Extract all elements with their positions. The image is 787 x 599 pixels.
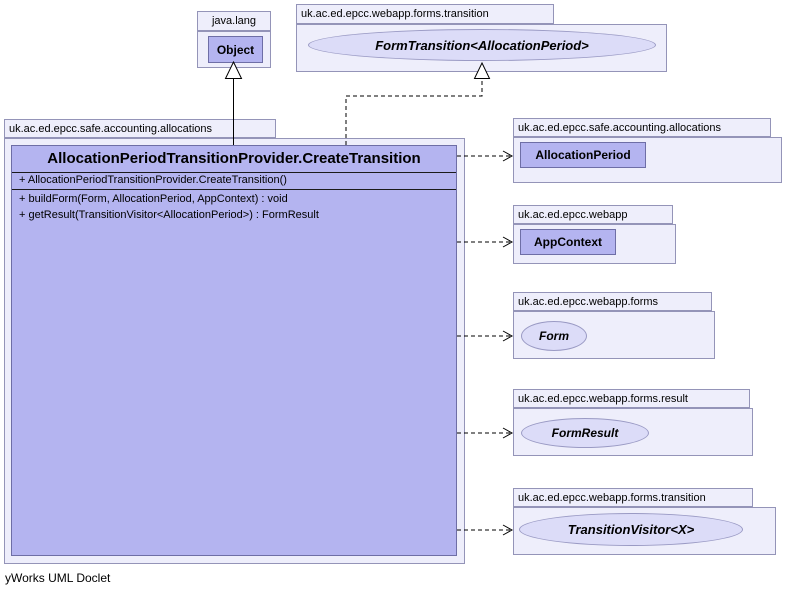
open-arrowhead-icon (502, 330, 514, 342)
class-node-createtransition: AllocationPeriodTransitionProvider.Creat… (11, 145, 457, 556)
interface-node-formresult[interactable]: FormResult (521, 418, 649, 448)
edge-dependency-transitionvisitor (457, 524, 514, 536)
open-arrowhead-icon (502, 427, 514, 439)
method-row[interactable]: + buildForm(Form, AllocationPeriod, AppC… (19, 193, 288, 205)
method-row[interactable]: + getResult(TransitionVisitor<Allocation… (19, 209, 319, 221)
interface-node-transitionvisitor[interactable]: TransitionVisitor<X> (519, 513, 743, 546)
package-name: uk.ac.ed.epcc.webapp (518, 208, 628, 221)
class-node-allocationperiod[interactable]: AllocationPeriod (520, 142, 646, 168)
open-arrowhead-icon (502, 236, 514, 248)
package-name: uk.ac.ed.epcc.webapp.forms.transition (301, 8, 489, 20)
package-name: uk.ac.ed.epcc.safe.accounting.allocation… (9, 122, 213, 135)
interface-name: FormTransition<AllocationPeriod> (375, 37, 589, 53)
package-tab-java-lang: java.lang (197, 11, 271, 31)
edge-dependency-form (457, 330, 514, 342)
interface-node-form[interactable]: Form (521, 321, 587, 351)
package-tab-forms-transition-top: uk.ac.ed.epcc.webapp.forms.transition (296, 4, 554, 24)
package-tab-main: uk.ac.ed.epcc.safe.accounting.allocation… (4, 119, 276, 138)
edge-dependency-formresult (457, 427, 514, 439)
edge-dependency-allocationperiod (457, 150, 514, 162)
package-tab-forms-transition-bottom: uk.ac.ed.epcc.webapp.forms.transition (513, 488, 753, 507)
edge-implements-formtransition (345, 61, 491, 145)
package-tab-webapp: uk.ac.ed.epcc.webapp (513, 205, 673, 224)
ywordks-doclet-watermark: yWorks UML Doclet (5, 571, 111, 585)
edge-dependency-appcontext (457, 236, 514, 248)
class-name: AppContext (534, 235, 602, 249)
class-name: AllocationPeriod (535, 148, 631, 162)
package-name: uk.ac.ed.epcc.safe.accounting.allocation… (518, 121, 722, 134)
package-tab-allocations: uk.ac.ed.epcc.safe.accounting.allocation… (513, 118, 771, 137)
package-name: java.lang (211, 15, 257, 27)
interface-node-formtransition[interactable]: FormTransition<AllocationPeriod> (308, 29, 656, 61)
class-title[interactable]: AllocationPeriodTransitionProvider.Creat… (12, 146, 456, 173)
open-arrowhead-icon (502, 524, 514, 536)
class-node-object[interactable]: Object (208, 36, 263, 63)
interface-name: TransitionVisitor<X> (567, 522, 695, 537)
open-arrowhead-icon (502, 150, 514, 162)
class-name: Object (216, 42, 255, 57)
class-node-appcontext[interactable]: AppContext (520, 229, 616, 255)
package-name: uk.ac.ed.epcc.webapp.forms.result (518, 392, 688, 405)
package-name: uk.ac.ed.epcc.webapp.forms.transition (518, 491, 706, 504)
package-body-forms (513, 311, 715, 359)
package-tab-forms: uk.ac.ed.epcc.webapp.forms (513, 292, 712, 311)
interface-name: Form (539, 329, 569, 343)
package-tab-forms-result: uk.ac.ed.epcc.webapp.forms.result (513, 389, 750, 408)
interface-name: FormResult (551, 426, 619, 440)
package-name: uk.ac.ed.epcc.webapp.forms (518, 295, 659, 308)
constructor-row[interactable]: + AllocationPeriodTransitionProvider.Cre… (12, 173, 456, 190)
